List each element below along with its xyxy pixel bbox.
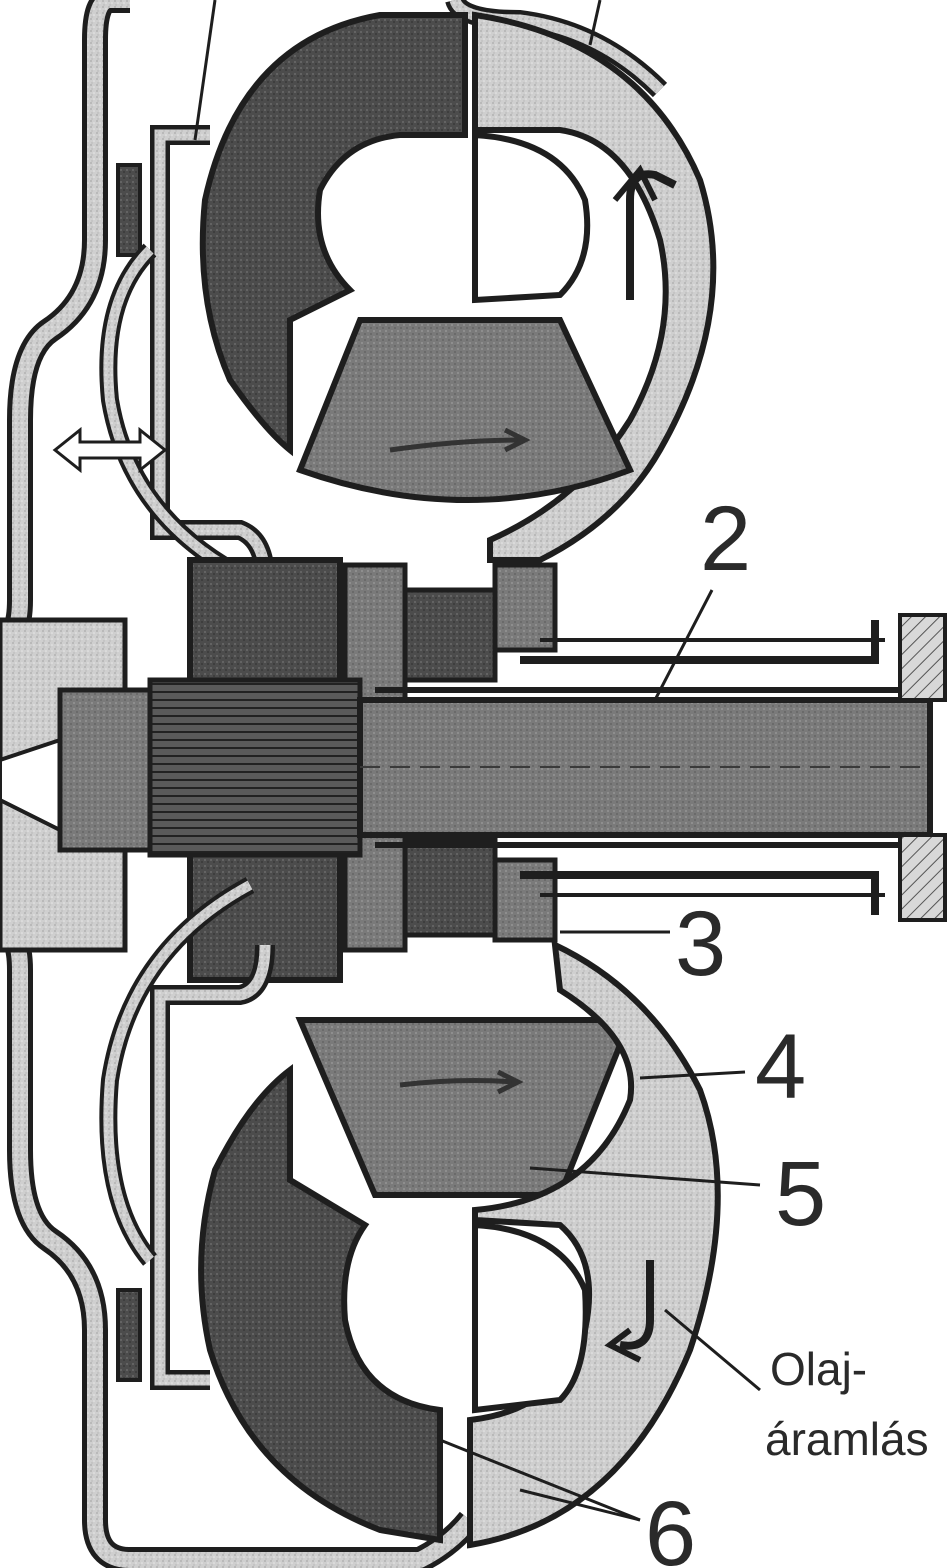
lockup-plate-lower [99,877,275,1390]
callout-6: 6 [645,1483,696,1568]
leader-lines [193,0,761,1522]
pump-lower [467,939,721,1549]
callout-4: 4 [755,1016,806,1118]
stator-upper [296,317,635,503]
callout-3: 3 [675,893,726,995]
oil-flow-label-line2: áramlás [765,1413,929,1465]
stator-support [898,613,947,922]
turbine-lower [198,1063,443,1544]
oil-flow-label-line1: Olaj- [770,1343,867,1395]
input-shaft [57,620,940,915]
callout-2: 2 [700,488,751,590]
turbine-upper [199,12,468,457]
pump-upper [472,11,717,563]
callout-5: 5 [775,1143,826,1245]
